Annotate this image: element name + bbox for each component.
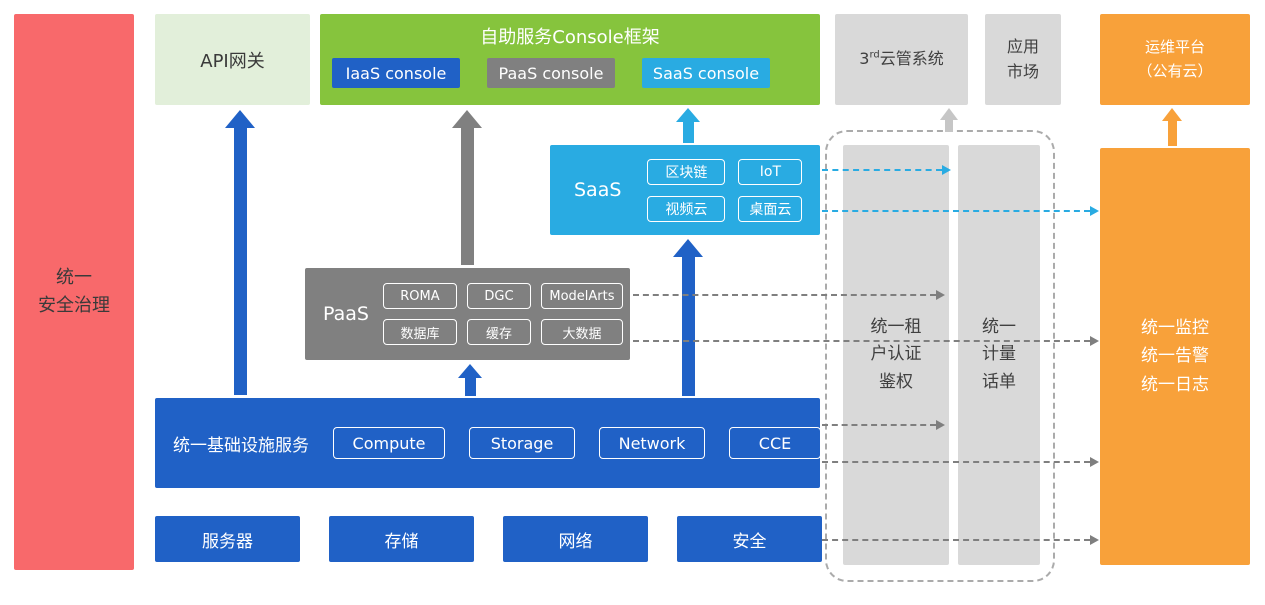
- paas-chip-grid: ROMA DGC ModelArts 数据库 缓存 大数据: [382, 283, 623, 345]
- arrowhead: [1090, 206, 1099, 216]
- arrowhead: [1090, 535, 1099, 545]
- dashed-arrow-iaas-to-metering: [822, 420, 945, 430]
- foundation-storage-box: 存储: [329, 516, 474, 562]
- saas-box: SaaS 区块链 IoT 视频云 桌面云: [550, 145, 820, 235]
- chip-network: Network: [599, 427, 705, 459]
- arrow-paas-to-console: [452, 110, 482, 265]
- arrow-iaas-to-saas: [673, 239, 703, 396]
- dashed-arrow-saas-to-metering: [822, 165, 951, 175]
- arrow-shaft: [1167, 121, 1177, 146]
- arrowhead: [225, 110, 255, 128]
- dashed-arrow-saas-to-monitor: [822, 206, 1099, 216]
- api-gateway-box: API网关: [155, 14, 310, 105]
- arrowhead: [676, 108, 700, 122]
- dashed-arrow-iaas-to-monitor: [822, 457, 1099, 467]
- security-governance-bar: 统一 安全治理: [14, 14, 134, 570]
- arrowhead: [452, 110, 482, 128]
- iaas-chip-row: Compute Storage Network CCE: [333, 427, 821, 459]
- iaas-console-button: IaaS console: [332, 58, 460, 88]
- chip-cache: 缓存: [466, 319, 531, 345]
- saas-chip-grid: 区块链 IoT 视频云 桌面云: [647, 158, 803, 222]
- metering-bill-bar: 统一 计量 话单: [958, 145, 1040, 565]
- chip-blockchain: 区块链: [647, 158, 726, 185]
- chip-compute: Compute: [333, 427, 445, 459]
- third-party-cms-rest: 云管系统: [879, 49, 944, 69]
- paas-label: PaaS: [323, 303, 369, 325]
- arrowhead: [1090, 457, 1099, 467]
- dashed-arrow-security-to-monitor: [822, 535, 1099, 545]
- console-frame-box: 自助服务Console框架 IaaS console PaaS console …: [320, 14, 820, 105]
- iaas-label: 统一基础设施服务: [173, 435, 309, 456]
- third-party-cms-sup: rd: [869, 49, 880, 61]
- saas-label: SaaS: [574, 179, 622, 201]
- console-frame-title: 自助服务Console框架: [480, 27, 660, 48]
- saas-console-button: SaaS console: [642, 58, 770, 88]
- chip-database: 数据库: [382, 319, 457, 345]
- arrow-shaft: [460, 128, 474, 265]
- arrow-auth-to-third-cms: [940, 108, 958, 132]
- arrowhead: [1162, 108, 1182, 121]
- arrowhead: [940, 108, 958, 120]
- monitor-alert-log-label: 统一监控 统一告警 统一日志: [1141, 318, 1209, 395]
- third-party-cms-label: 3rd云管系统: [859, 47, 944, 72]
- chip-modelarts: ModelArts: [540, 283, 623, 309]
- chip-bigdata: 大数据: [540, 319, 623, 345]
- arrowhead: [942, 165, 951, 175]
- arrowhead: [1090, 336, 1099, 346]
- chip-video-cloud: 视频云: [647, 195, 726, 222]
- console-buttons-row: IaaS console PaaS console SaaS console: [320, 58, 782, 88]
- app-market-box: 应用 市场: [985, 14, 1061, 105]
- arrowhead: [673, 239, 703, 257]
- arrow-iaas-to-api-gateway: [225, 110, 255, 395]
- arrowhead: [936, 290, 945, 300]
- chip-iot: IoT: [738, 158, 803, 185]
- chip-roma: ROMA: [382, 283, 457, 309]
- third-party-cms-box: 3rd云管系统: [835, 14, 968, 105]
- chip-storage: Storage: [469, 427, 575, 459]
- metering-bill-label: 统一 计量 话单: [982, 317, 1016, 392]
- arrow-shaft: [682, 122, 694, 143]
- arrow-saas-to-console: [676, 108, 700, 143]
- paas-console-button: PaaS console: [487, 58, 615, 88]
- foundation-network-box: 网络: [503, 516, 648, 562]
- om-platform-box: 运维平台 （公有云）: [1100, 14, 1250, 105]
- arrowhead: [458, 364, 482, 378]
- third-party-cms-prefix: 3: [859, 49, 870, 69]
- foundation-security-box: 安全: [677, 516, 822, 562]
- arrowhead: [936, 420, 945, 430]
- iaas-box: 统一基础设施服务 Compute Storage Network CCE: [155, 398, 821, 488]
- arrow-iaas-to-paas: [458, 364, 482, 396]
- auth-metering-dashed-container: [825, 130, 1055, 582]
- chip-dgc: DGC: [466, 283, 531, 309]
- arrow-shaft: [681, 257, 695, 396]
- chip-desktop-cloud: 桌面云: [738, 195, 803, 222]
- app-market-label: 应用 市场: [1006, 36, 1039, 81]
- dashed-arrow-paas-to-metering: [633, 290, 945, 300]
- paas-box: PaaS ROMA DGC ModelArts 数据库 缓存 大数据: [305, 268, 630, 360]
- api-gateway-label: API网关: [200, 50, 265, 72]
- monitor-alert-log-box: 统一监控 统一告警 统一日志: [1100, 148, 1250, 565]
- foundation-server-box: 服务器: [155, 516, 300, 562]
- arrow-monitor-to-om-platform: [1162, 108, 1182, 146]
- tenant-auth-bar: 统一租 户认证 鉴权: [843, 145, 949, 565]
- arrow-shaft: [233, 128, 247, 395]
- tenant-auth-label: 统一租 户认证 鉴权: [870, 317, 922, 392]
- om-platform-label: 运维平台 （公有云）: [1137, 38, 1213, 80]
- arrow-shaft: [945, 120, 953, 132]
- dashed-arrow-paas-to-monitor: [633, 336, 1099, 346]
- security-governance-label: 统一 安全治理: [38, 267, 110, 316]
- chip-cce: CCE: [729, 427, 821, 459]
- arrow-shaft: [464, 378, 476, 396]
